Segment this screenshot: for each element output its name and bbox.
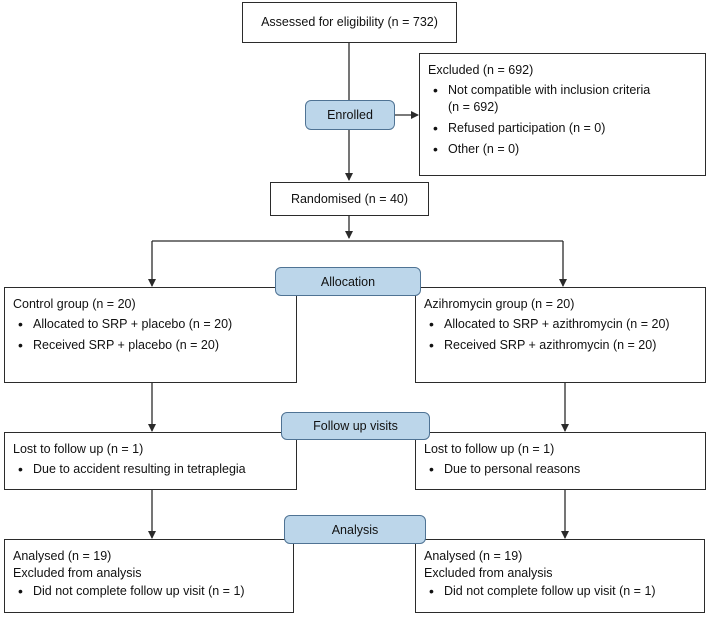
control-group-box: Control group (n = 20) Allocated to SRP … — [4, 287, 297, 383]
lost-follow-up-left-item: Due to accident resulting in tetraplegia — [13, 460, 288, 479]
assessed-label: Assessed for eligibility (n = 732) — [261, 15, 438, 30]
lost-follow-up-right-item: Due to personal reasons — [424, 460, 697, 479]
excluded-title: Excluded (n = 692) — [428, 63, 534, 77]
excluded-item: Other (n = 0) — [428, 140, 697, 159]
excluded-item: Not compatible with inclusion criteria (… — [428, 81, 697, 116]
control-group-item: Received SRP + placebo (n = 20) — [13, 336, 288, 355]
azithro-group-title: Azihromycin group (n = 20) — [424, 297, 575, 311]
azithro-group-item: Received SRP + azithromycin (n = 20) — [424, 336, 697, 355]
lost-follow-up-right-box: Lost to follow up (n = 1) Due to persona… — [415, 432, 706, 490]
assessed-box: Assessed for eligibility (n = 732) — [242, 2, 457, 43]
excluded-list: Not compatible with inclusion criteria (… — [428, 81, 697, 159]
excluded-item: Refused participation (n = 0) — [428, 119, 697, 138]
analysed-right-box: Analysed (n = 19) Excluded from analysis… — [415, 539, 705, 613]
analysed-left-subtitle: Excluded from analysis — [13, 565, 142, 580]
analysed-right-item: Did not complete follow up visit (n = 1) — [424, 582, 696, 601]
stage-enrolled: Enrolled — [305, 100, 395, 130]
randomised-label: Randomised (n = 40) — [290, 191, 409, 206]
lost-follow-up-left-box: Lost to follow up (n = 1) Due to acciden… — [4, 432, 297, 490]
excluded-box: Excluded (n = 692) Not compatible with i… — [419, 53, 706, 176]
control-group-item: Allocated to SRP + placebo (n = 20) — [13, 315, 288, 334]
stage-allocation: Allocation — [275, 267, 421, 296]
lost-follow-up-left-title: Lost to follow up (n = 1) — [13, 442, 144, 456]
control-group-title: Control group (n = 20) — [13, 297, 136, 311]
stage-follow-up: Follow up visits — [281, 412, 430, 440]
analysed-right-title: Analysed (n = 19) — [424, 549, 523, 563]
azithro-group-item: Allocated to SRP + azithromycin (n = 20) — [424, 315, 697, 334]
analysed-left-box: Analysed (n = 19) Excluded from analysis… — [4, 539, 294, 613]
analysed-right-subtitle: Excluded from analysis — [424, 565, 553, 580]
analysed-left-item: Did not complete follow up visit (n = 1) — [13, 582, 285, 601]
analysed-left-title: Analysed (n = 19) — [13, 549, 112, 563]
lost-follow-up-right-title: Lost to follow up (n = 1) — [424, 442, 555, 456]
stage-analysis: Analysis — [284, 515, 426, 544]
azithro-group-box: Azihromycin group (n = 20) Allocated to … — [415, 287, 706, 383]
randomised-box: Randomised (n = 40) — [270, 182, 429, 216]
